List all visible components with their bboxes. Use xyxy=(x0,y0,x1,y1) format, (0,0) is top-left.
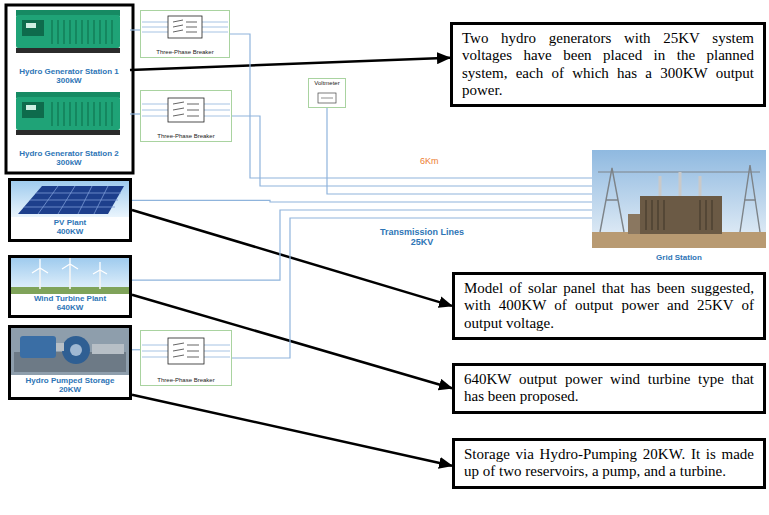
voltmeter-symbol xyxy=(318,93,336,103)
breaker-symbol xyxy=(142,16,228,38)
node-text: Wind Turbine Plant xyxy=(34,295,106,304)
node-text: 640KW xyxy=(57,304,84,313)
pumped-storage-picture xyxy=(92,344,124,354)
node-text: Model of solar panel that has been sugge… xyxy=(464,280,754,332)
generator-picture xyxy=(22,102,44,118)
generator-picture xyxy=(26,23,36,28)
breaker-symbol xyxy=(173,20,197,32)
breaker-box: Three-Phase Breaker xyxy=(140,90,232,142)
power-wire xyxy=(232,116,592,186)
pumped-storage: Hydro Pumped Storage20KW xyxy=(8,325,132,400)
node-text: Three-Phase Breaker xyxy=(156,49,213,56)
breaker-box: Three-Phase Breaker xyxy=(140,10,230,58)
grid-station-picture xyxy=(592,150,766,248)
node-text: Storage via Hydro-Pumping 20KW. It is ma… xyxy=(464,446,754,481)
group-frame xyxy=(6,5,133,173)
power-wire xyxy=(132,200,592,202)
power-wire xyxy=(130,29,140,30)
generator-station: Hydro Generator Station 1300kW xyxy=(8,8,130,88)
node-text: 300kW xyxy=(56,77,81,86)
wind-turbine-picture xyxy=(11,255,129,294)
solar-panel-picture xyxy=(11,181,129,217)
callout-box: Two hydro generators with 25KV system vo… xyxy=(450,22,766,107)
solar-panel-picture xyxy=(24,186,121,214)
callout-box: Storage via Hydro-Pumping 20KW. It is ma… xyxy=(452,438,766,489)
power-wire xyxy=(327,108,592,194)
node-text: Three-Phase Breaker xyxy=(157,133,214,140)
power-wire xyxy=(132,349,140,350)
generator-picture xyxy=(16,15,120,48)
breaker-box: Three-Phase Breaker xyxy=(140,330,232,386)
callout-arrow xyxy=(132,395,452,466)
voltmeter-symbol xyxy=(318,93,336,103)
wind-plant: Wind Turbine Plant640KW xyxy=(8,255,132,318)
generator-picture xyxy=(16,48,120,53)
generator-station: Hydro Generator Station 2300kW xyxy=(8,90,130,170)
breaker-symbol xyxy=(168,98,204,122)
pv-plant: PV Plant400KW xyxy=(8,178,132,242)
callout-box: 640KW output power wind turbine type tha… xyxy=(452,363,766,414)
node-text: Grid Station xyxy=(656,254,702,263)
generator-picture xyxy=(16,130,120,135)
callout-arrow xyxy=(132,210,452,306)
generator-picture xyxy=(52,102,112,126)
pumped-storage-picture xyxy=(62,336,90,364)
node-text: 300kW xyxy=(56,159,81,168)
node-text: PV Plant xyxy=(54,219,86,228)
grid-station-picture xyxy=(640,196,722,234)
breaker-symbol xyxy=(168,338,204,364)
power-wire xyxy=(130,113,140,114)
generator-picture xyxy=(16,97,120,130)
generator-picture xyxy=(52,20,112,44)
wind-turbine-picture xyxy=(40,264,100,289)
pumped-storage-picture xyxy=(11,328,129,375)
grid-station: Grid Station xyxy=(592,150,766,265)
grid-station-picture xyxy=(646,200,712,230)
node-text: Voltmeter xyxy=(314,80,339,87)
breaker-symbol xyxy=(173,343,199,357)
breaker-symbol xyxy=(142,338,230,364)
pumped-storage-picture xyxy=(11,328,129,375)
node-text: Hydro Pumped Storage xyxy=(26,377,115,386)
solar-panel-picture xyxy=(18,186,124,214)
voltmeter-box: Voltmeter xyxy=(308,78,346,108)
grid-station-picture xyxy=(592,232,766,248)
callout-arrow xyxy=(132,295,452,389)
generator-picture xyxy=(16,92,120,135)
pumped-storage-picture xyxy=(20,336,56,358)
solar-panel-picture xyxy=(11,181,129,217)
callout-arrow xyxy=(130,58,450,70)
grid-station-picture xyxy=(592,150,766,248)
node-text: Hydro Generator Station 2 xyxy=(19,150,119,159)
node-text: 640KW output power wind turbine type tha… xyxy=(464,371,754,406)
node-text: Hydro Generator Station 1 xyxy=(19,68,119,77)
grid-station-picture xyxy=(660,172,700,196)
power-wire xyxy=(132,210,592,280)
node-text: 20KW xyxy=(59,386,81,395)
line-label: Transmission Lines 25KV xyxy=(372,227,472,248)
distance-label: 6Km xyxy=(418,157,441,167)
node-text: Two hydro generators with 25KV system vo… xyxy=(462,30,754,99)
pumped-storage-picture xyxy=(56,343,64,351)
grid-station-picture xyxy=(628,214,640,234)
generator-picture xyxy=(22,20,44,36)
breaker-symbol xyxy=(173,102,199,116)
breaker-symbol xyxy=(168,16,202,38)
generator-picture xyxy=(16,10,120,53)
pumped-storage-picture xyxy=(70,344,82,356)
generator-picture xyxy=(26,105,36,110)
node-text: Three-Phase Breaker xyxy=(157,377,214,384)
breaker-symbol xyxy=(142,98,230,122)
node-text: 400KW xyxy=(57,228,84,237)
voltmeter-symbol xyxy=(321,98,333,99)
callout-box: Model of solar panel that has been sugge… xyxy=(452,272,766,340)
